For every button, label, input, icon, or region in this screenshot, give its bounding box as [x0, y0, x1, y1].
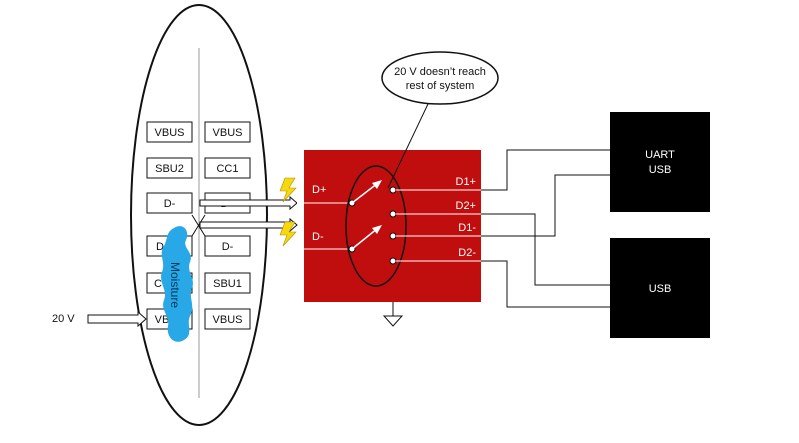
wire-d1minus [481, 174, 610, 237]
usb-box: USB [610, 238, 710, 338]
switch-out-d1plus-node [389, 186, 397, 194]
wire-d2plus [481, 213, 610, 286]
switch-arm-dplus [351, 182, 379, 204]
callout-bubble: 20 V doesn’t reach rest of system [381, 51, 499, 189]
moisture-label: Moisture [168, 262, 182, 308]
switch-out-d2minus-node [389, 257, 397, 265]
switch-input-dminus: D- [312, 231, 324, 243]
pin-left-dminus: D- [146, 192, 193, 214]
pin-label: D- [164, 198, 176, 210]
pin-right-dminus: D- [204, 235, 251, 257]
pin-label: SBU1 [213, 278, 242, 290]
dminus-hollow-arrow [199, 217, 298, 233]
uart-usb-box: UART USB [610, 112, 710, 212]
pin-label: VBUS [213, 127, 243, 139]
pin-right-sbu1: SBU1 [204, 272, 251, 294]
output-label-d2plus: D2+ [456, 200, 477, 212]
pin-label: VBUS [213, 314, 243, 326]
protection-switch-block [304, 150, 481, 302]
crossing-line-b [191, 214, 206, 237]
lightning-icon [279, 221, 297, 247]
pin-right-cc1: CC1 [204, 157, 251, 179]
switch-out-d1minus-node [389, 232, 397, 240]
switch-arm-arrowhead [372, 225, 382, 234]
output-label-d1plus: D1+ [456, 176, 477, 188]
pin-label: D- [222, 241, 234, 253]
voltage-input-arrow: 20 V [52, 310, 147, 328]
uart-box-line-2: USB [649, 164, 672, 176]
pin-left-vbus-top: VBUS [146, 121, 193, 143]
ground-icon [382, 302, 404, 327]
switch-input-dplus: D+ [312, 184, 326, 196]
usb-box-label: USB [649, 283, 672, 295]
pin-label: VB [155, 314, 170, 326]
output-label-d1minus: D1- [458, 222, 476, 234]
output-wiring [481, 149, 610, 308]
pin-right-vbus-top: VBUS [204, 121, 251, 143]
switch-outline [345, 165, 407, 287]
switch-arm-dminus [351, 227, 379, 250]
dplus-hollow-arrow [199, 195, 298, 211]
pin-label: CC1 [216, 163, 238, 175]
wire-d1plus [481, 149, 610, 191]
switch-out-d2plus-node [389, 210, 397, 218]
callout-line-2: rest of system [406, 80, 474, 92]
voltage-label: 20 V [52, 313, 75, 325]
pin-label: VBUS [155, 127, 185, 139]
switch-arm-arrowhead [372, 180, 382, 189]
moisture-blob: Moisture [161, 226, 193, 342]
uart-box-line-1: UART [645, 149, 675, 161]
pin-label: D [156, 241, 164, 253]
callout-pointer [387, 103, 429, 189]
lightning-icon [279, 177, 297, 203]
pin-right-vbus-bottom: VBUS [204, 308, 251, 330]
callout-line-1: 20 V doesn’t reach [394, 66, 486, 78]
pin-label: SBU2 [155, 163, 184, 175]
wire-d2minus [481, 260, 610, 308]
pin-left-sbu2: SBU2 [146, 157, 193, 179]
output-label-d2minus: D2- [458, 247, 476, 259]
